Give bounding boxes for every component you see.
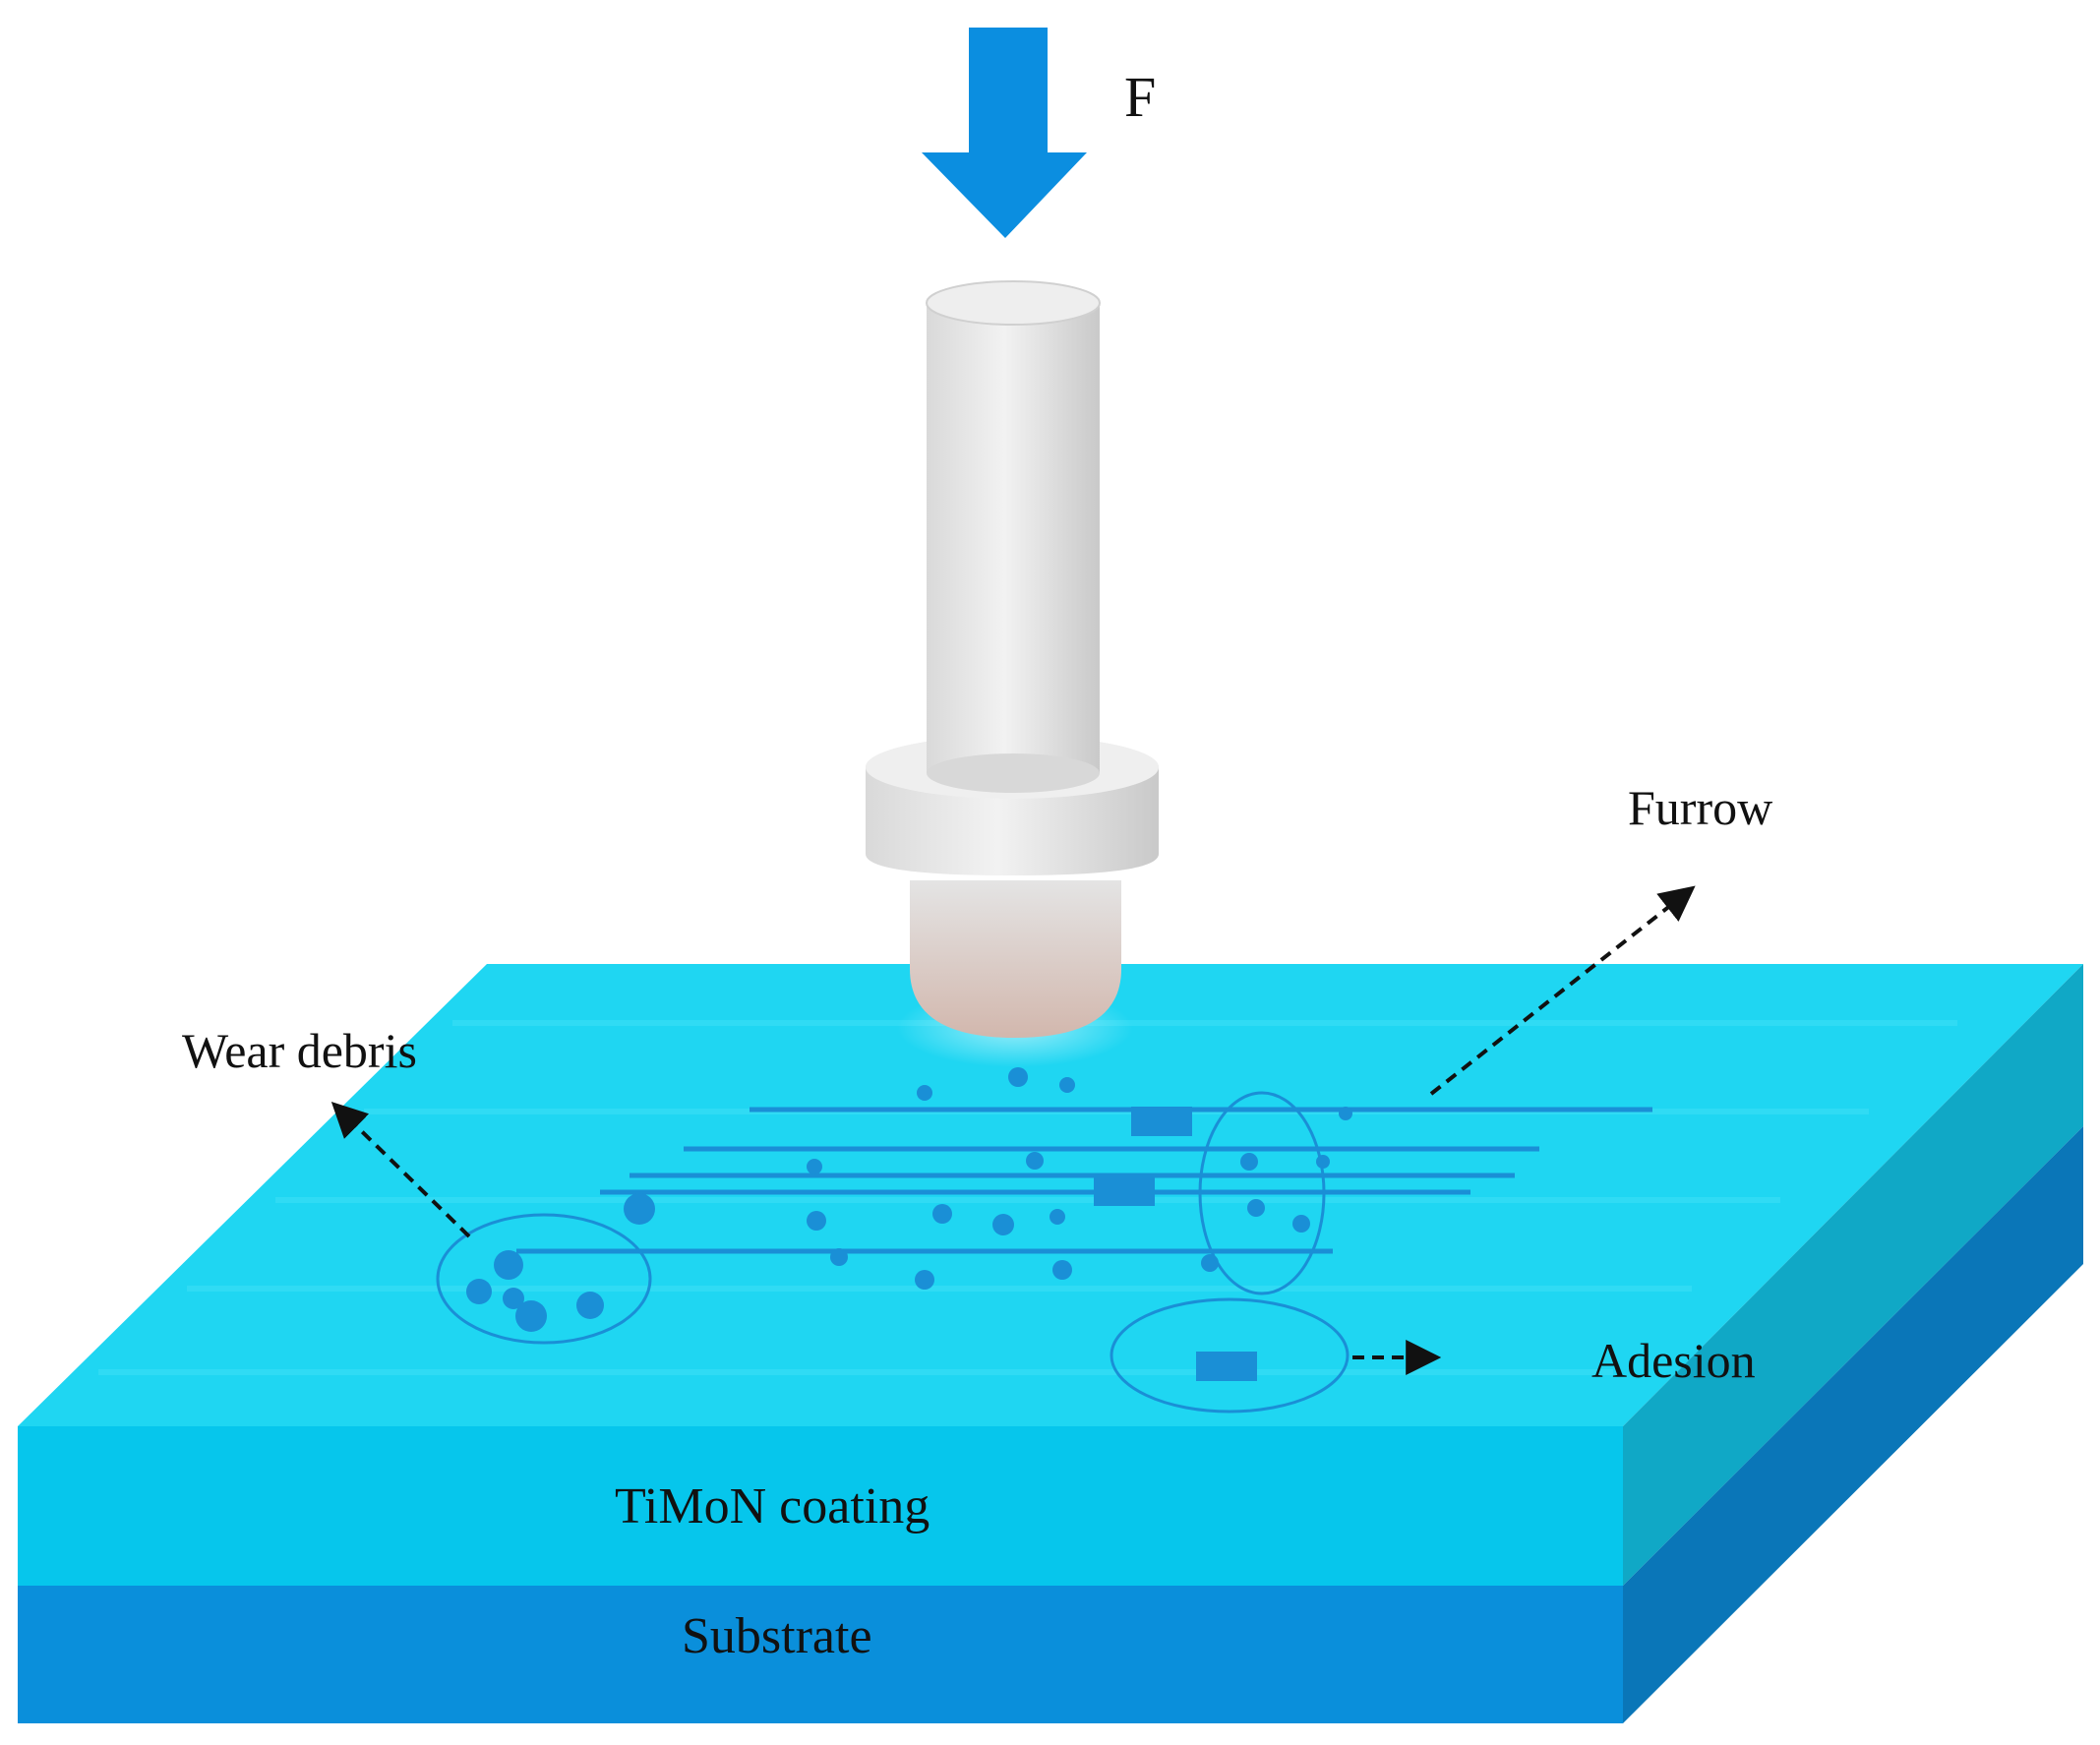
substrate-front-face <box>18 1586 1623 1723</box>
furrow-highlight-ellipse <box>1198 1091 1326 1295</box>
wear-debris-particles <box>624 1067 1352 1290</box>
wear-debris-arrow <box>330 1101 471 1238</box>
wear-debris-label: Wear debris <box>182 1023 417 1078</box>
furrow-arrow <box>1429 885 1696 1096</box>
adhesion-patches <box>1094 1107 1257 1381</box>
coating-label: TiMoN coating <box>615 1478 930 1534</box>
furrow-label: Furrow <box>1628 780 1772 835</box>
adhesion-highlight-ellipse <box>1110 1297 1350 1414</box>
substrate-label: Substrate <box>682 1608 872 1664</box>
cylindrical-pin-icon <box>866 280 1159 1038</box>
wear-debris-cluster <box>436 1213 652 1345</box>
furrow-lines <box>516 1107 1652 1254</box>
force-label: F <box>1124 65 1156 129</box>
substrate-side-face <box>1623 1126 2083 1723</box>
force-arrow-icon <box>922 28 1087 238</box>
adhesion-label: Adesion <box>1591 1333 1756 1388</box>
coating-side-face <box>1623 964 2083 1586</box>
coating-front-face <box>18 1426 1623 1586</box>
